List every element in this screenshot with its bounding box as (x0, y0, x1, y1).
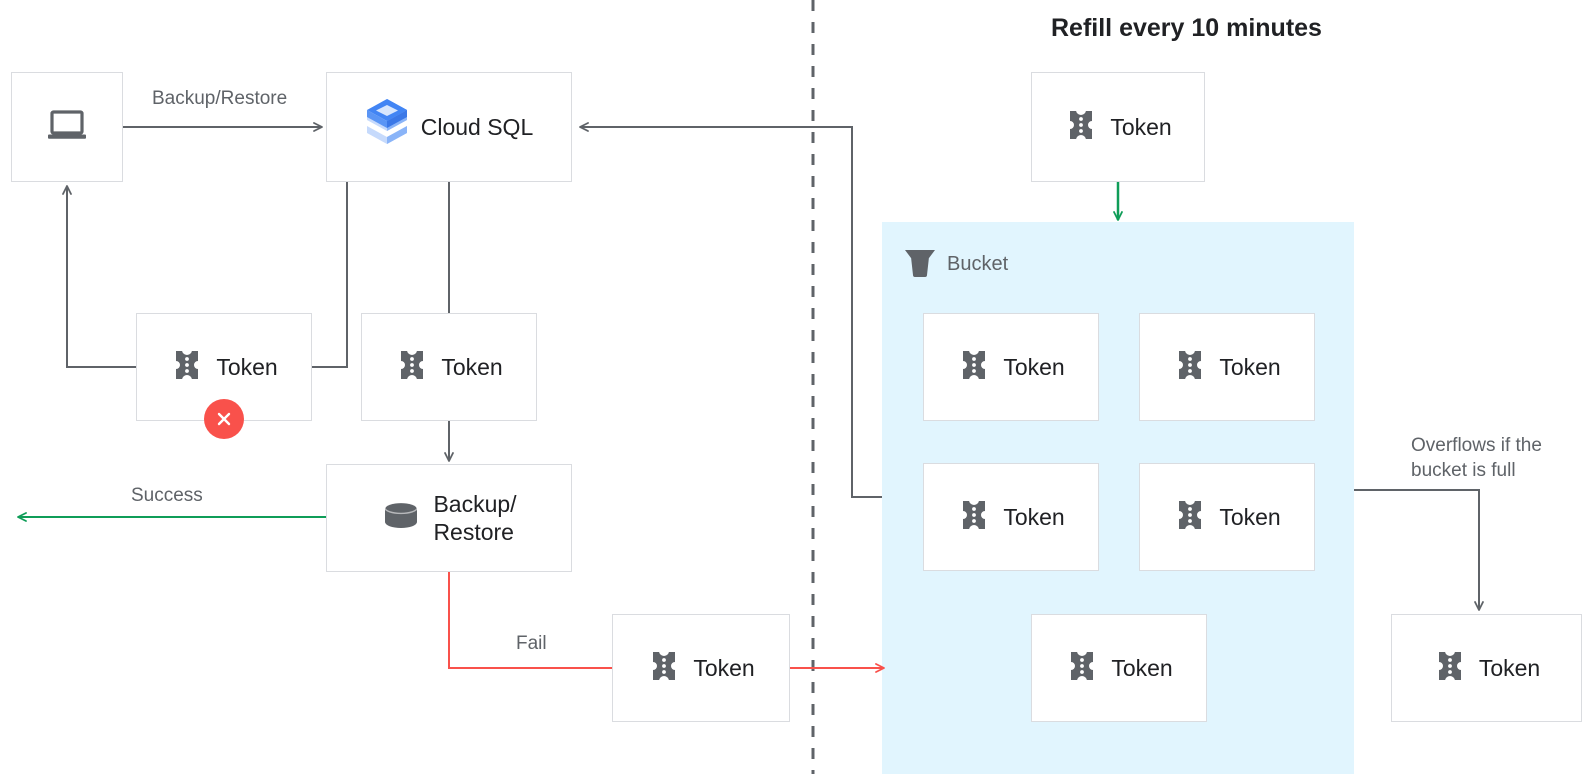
node-token-overflow[interactable]: Token (1391, 614, 1582, 722)
error-x-badge (204, 399, 244, 439)
wire-bucket-overflow (1354, 489, 1484, 611)
node-label-token-refill: Token (1110, 113, 1172, 140)
node-label-bucket-token-4: Token (1219, 503, 1281, 530)
node-bucket-token-2[interactable]: Token (1139, 313, 1315, 421)
node-label-token-overflow: Token (1478, 654, 1541, 681)
token-icon (1173, 499, 1207, 534)
node-bucket-token-3[interactable]: Token (923, 463, 1099, 571)
node-label-token-fail: Token (693, 654, 755, 681)
node-token-fail[interactable]: Token (612, 614, 790, 722)
token-icon (1173, 349, 1207, 384)
node-label-bucket-token-2: Token (1219, 353, 1281, 380)
cloud-sql-icon (365, 97, 409, 158)
node-label-bucket-token-5: Token (1111, 654, 1173, 681)
wire-bucket-to-cloudsql (579, 122, 882, 498)
bucket-header: Bucket (903, 246, 1008, 283)
node-bucket-token-1[interactable]: Token (923, 313, 1099, 421)
token-icon (1433, 650, 1467, 685)
edge-label-success: Success (131, 485, 203, 506)
node-label-cloud-sql: Cloud SQL (420, 113, 534, 140)
edge-label-fail: Fail (516, 633, 547, 654)
node-label-bucket-token-1: Token (1003, 353, 1065, 380)
node-label-backup-restore: Backup/ Restore (433, 490, 517, 545)
node-token-cloudsql[interactable]: Token (361, 313, 537, 421)
token-icon (647, 650, 681, 685)
node-label-token-cloudsql: Token (441, 353, 503, 380)
token-icon (1064, 109, 1098, 144)
node-bucket-token-4[interactable]: Token (1139, 463, 1315, 571)
edge-label-overflow: Overflows if the bucket is full (1411, 435, 1542, 481)
token-icon (170, 349, 204, 384)
edge-label-backup-restore: Backup/Restore (152, 88, 288, 109)
node-label-token-client: Token (216, 353, 278, 380)
node-label-bucket-token-3: Token (1003, 503, 1065, 530)
database-icon (381, 498, 421, 539)
bucket-label: Bucket (947, 253, 1009, 275)
page-title: Refill every 10 minutes (1051, 14, 1322, 42)
token-icon (957, 349, 991, 384)
node-bucket-token-5[interactable]: Token (1031, 614, 1207, 722)
node-token-refill[interactable]: Token (1031, 72, 1205, 182)
node-backup-restore[interactable]: Backup/ Restore (326, 464, 572, 572)
token-icon (1065, 650, 1099, 685)
token-icon (395, 349, 429, 384)
token-icon (957, 499, 991, 534)
node-cloud-sql[interactable]: Cloud SQL (326, 72, 572, 182)
laptop-icon (45, 105, 89, 150)
bucket-icon (903, 246, 937, 283)
node-client[interactable] (11, 72, 123, 182)
